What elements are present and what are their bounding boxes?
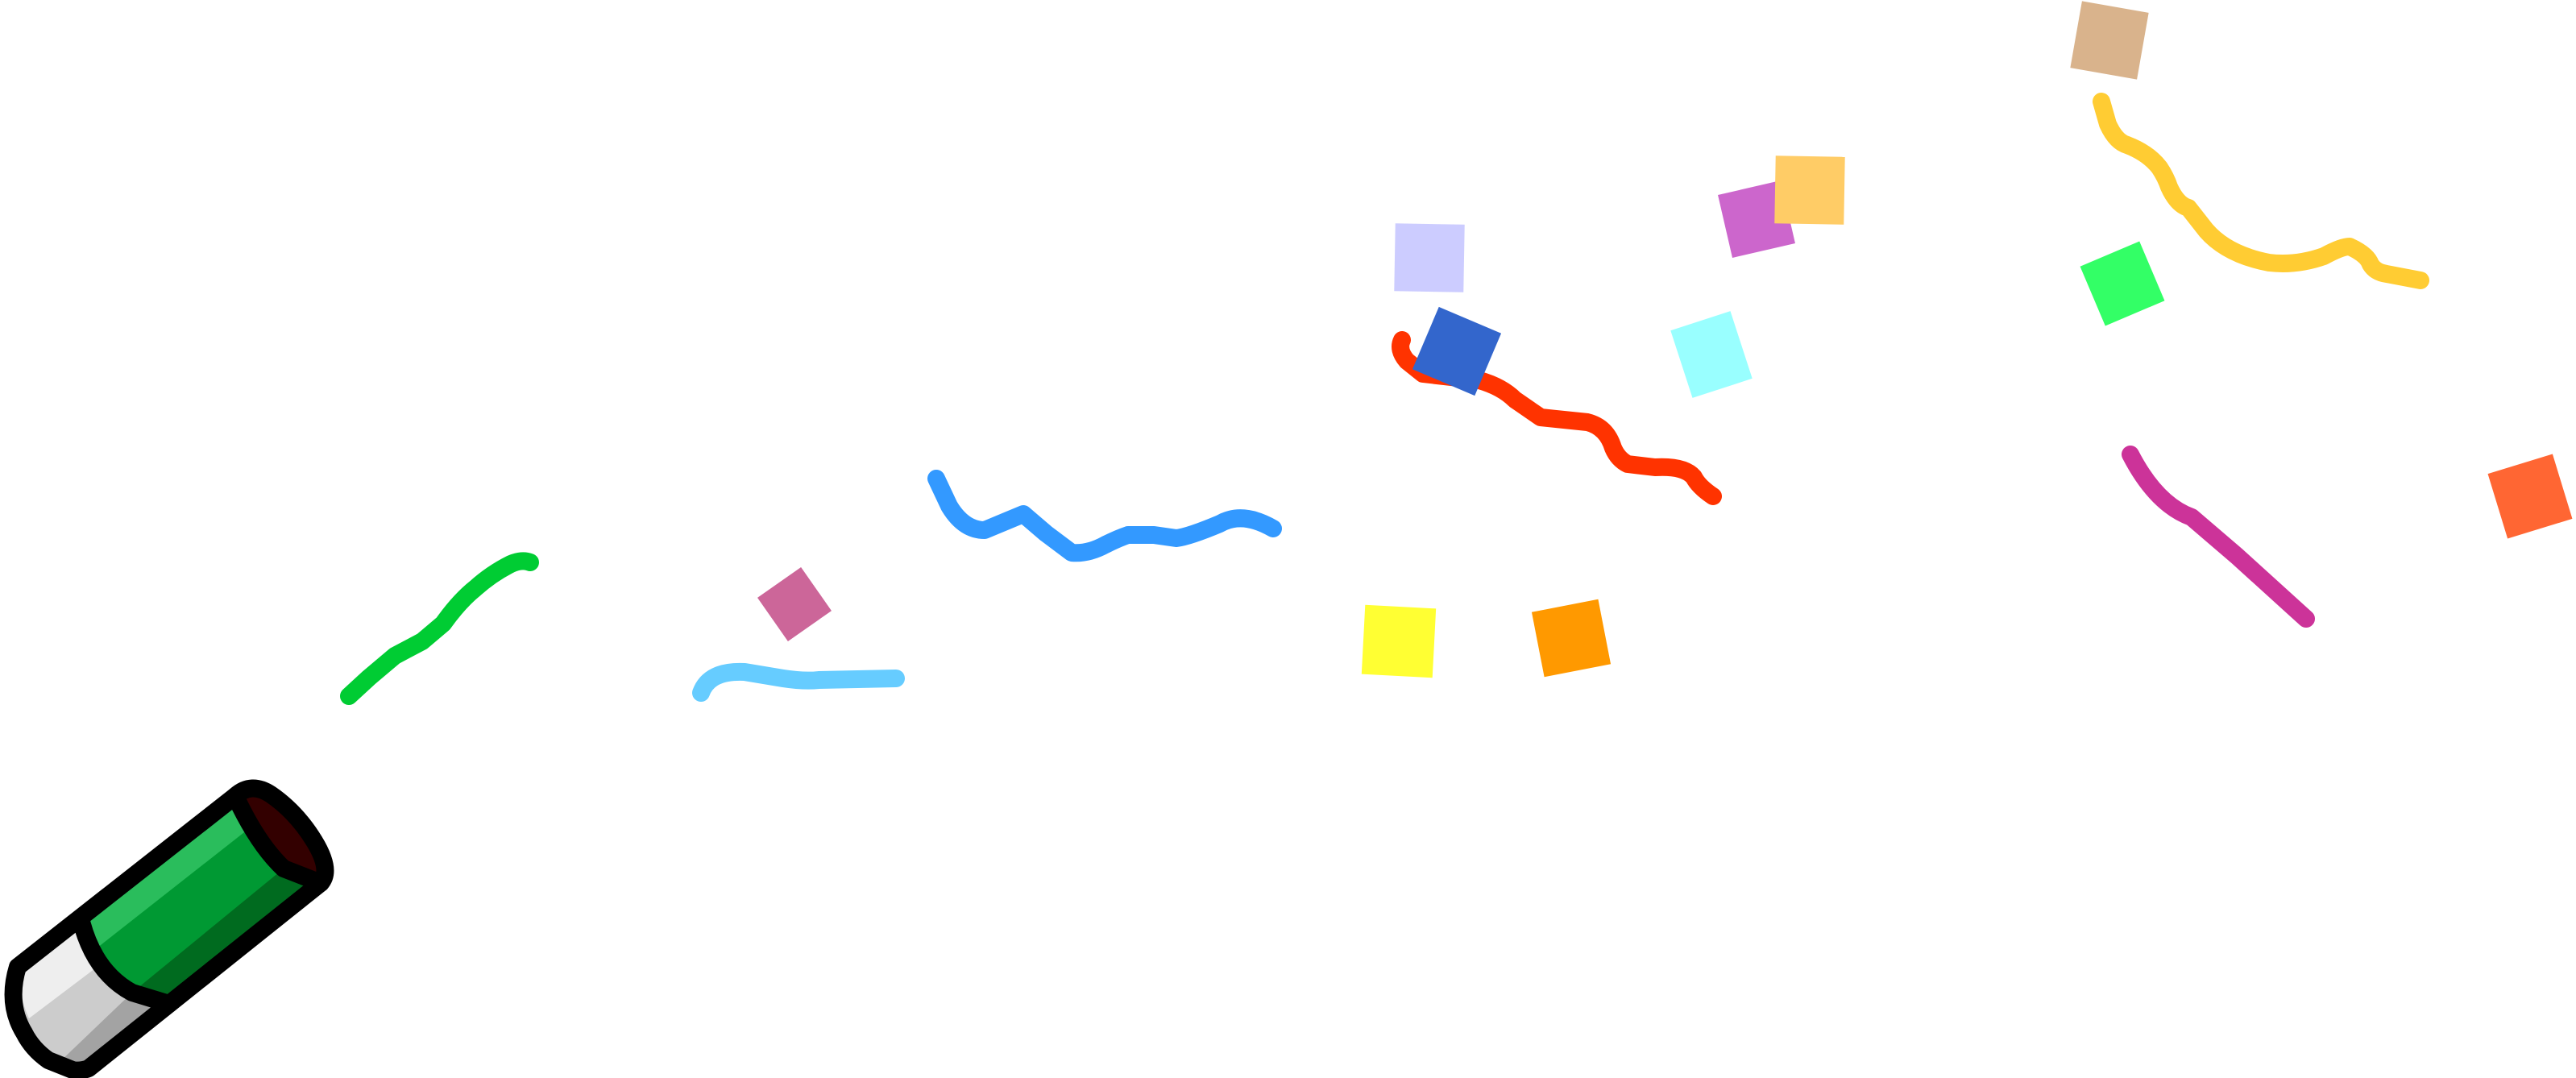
royal-blue-confetti <box>1412 306 1502 396</box>
popper-body-highlight <box>81 796 251 951</box>
confetti <box>757 1 2573 678</box>
orange-confetti <box>1531 599 1612 678</box>
yellow-streamer <box>2093 93 2429 289</box>
light-blue-streamer <box>692 662 905 702</box>
party-popper-icon <box>4 779 334 1078</box>
popper-body-shadow <box>132 869 321 1004</box>
pink-confetti <box>757 567 832 641</box>
bright-green-confetti <box>2080 241 2165 326</box>
popper-opening <box>235 788 326 884</box>
green-streamer <box>340 552 539 705</box>
tan-confetti <box>2070 1 2149 80</box>
blue-streamer <box>927 470 1282 562</box>
popper-outline <box>4 779 334 1078</box>
coral-confetti <box>2487 454 2573 539</box>
aqua-confetti <box>1670 311 1753 398</box>
magenta-streamer <box>2122 446 2315 628</box>
popper-band-shadow <box>58 993 169 1071</box>
lavender-confetti <box>1394 223 1465 292</box>
yellow-confetti <box>1361 604 1437 678</box>
light-orange-confetti <box>1774 155 1845 225</box>
